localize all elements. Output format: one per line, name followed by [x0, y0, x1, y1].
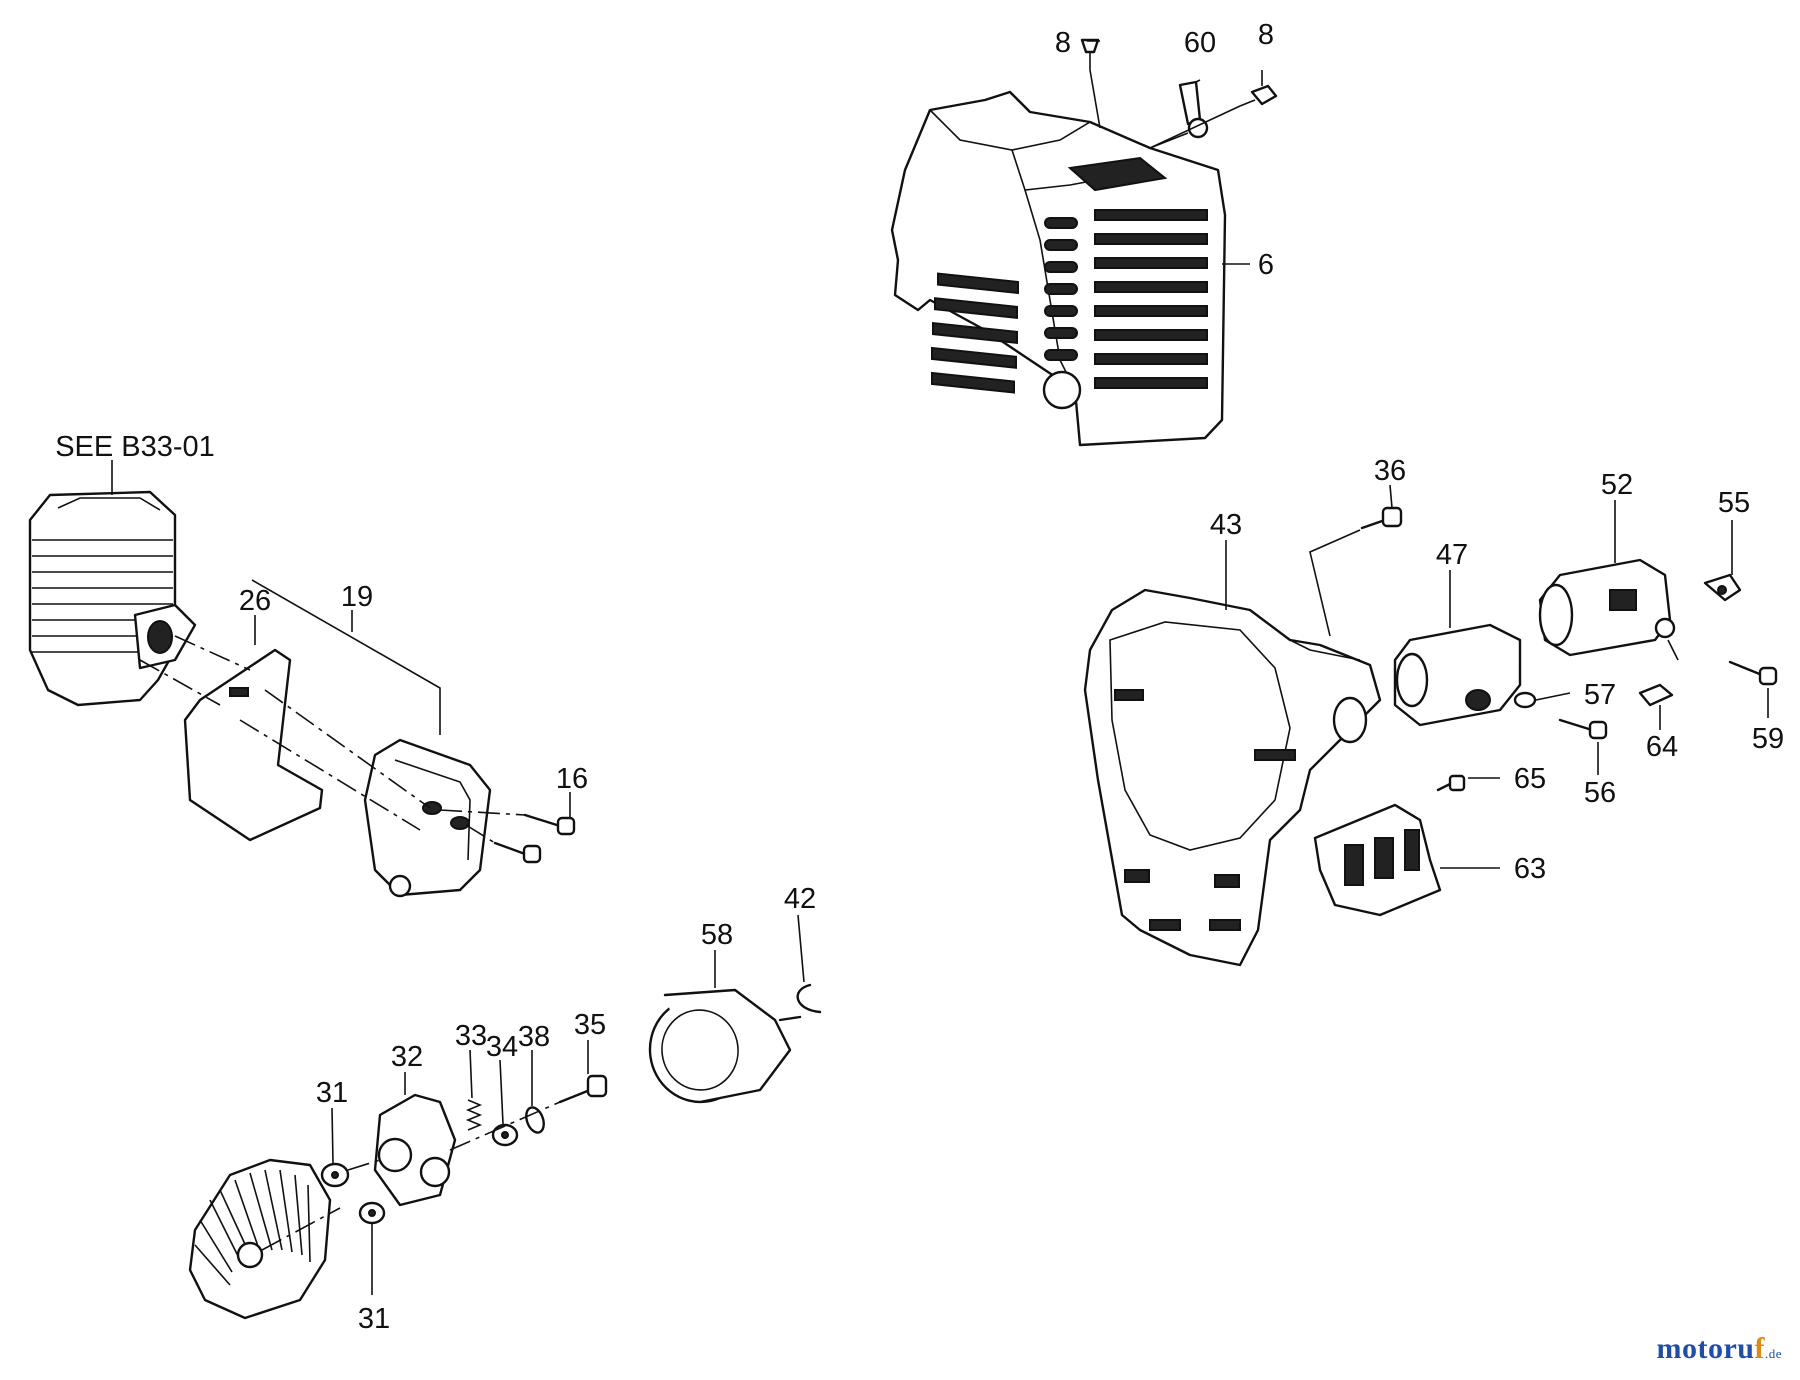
callout-65: 65	[1514, 763, 1546, 795]
washer-part-31-upper[interactable]	[320, 1162, 350, 1188]
callout-32: 32	[391, 1041, 423, 1073]
callout-55: 55	[1718, 487, 1750, 519]
cylinder-ref-b33-01[interactable]	[28, 490, 197, 707]
callout-47: 47	[1436, 539, 1468, 571]
screw-part-8-right[interactable]	[1239, 84, 1278, 107]
callout-19: 19	[341, 581, 373, 613]
callout-64: 64	[1646, 731, 1678, 763]
cover-left-vents	[931, 272, 1019, 394]
callout-58: 58	[701, 919, 733, 951]
callout-35: 35	[574, 1009, 606, 1041]
screw-part-8-top[interactable]	[1080, 38, 1100, 70]
callout-52: 52	[1601, 469, 1633, 501]
watermark-brand: motoru	[1656, 1332, 1755, 1365]
callout-56: 56	[1584, 777, 1616, 809]
bolt-part-59[interactable]	[1728, 660, 1778, 686]
watermark-tld: .de	[1764, 1346, 1782, 1361]
clutch-shoes-part-32[interactable]	[373, 1093, 457, 1207]
callout-38: 38	[518, 1021, 550, 1053]
callout-8-top: 8	[1055, 27, 1071, 59]
screw-part-36[interactable]	[1360, 506, 1403, 530]
callout-60: 60	[1184, 27, 1216, 59]
muffler-part-19[interactable]	[363, 738, 492, 898]
muffler-bracket-part-26[interactable]	[183, 648, 324, 842]
flywheel-fins	[194, 1169, 311, 1286]
flywheel[interactable]	[188, 1158, 332, 1320]
spring-part-33[interactable]	[465, 1099, 483, 1131]
motoruf-watermark: motoruf.de	[1656, 1332, 1782, 1366]
guard-part-63[interactable]	[1313, 803, 1442, 917]
washer-part-34[interactable]	[491, 1123, 519, 1147]
muffler-bolts-part-16[interactable]	[493, 813, 576, 864]
clutch-housing-part-43[interactable]	[1083, 588, 1382, 967]
callout-8-right: 8	[1258, 19, 1274, 51]
nut-part-64[interactable]	[1638, 683, 1674, 707]
callout-34: 34	[486, 1031, 518, 1063]
washer-part-38[interactable]	[523, 1105, 547, 1135]
circlip-part-42[interactable]	[796, 983, 822, 1014]
callout-16: 16	[556, 763, 588, 795]
callout-31-lower: 31	[358, 1303, 390, 1335]
callout-43: 43	[1210, 509, 1242, 541]
engine-cover-part-6[interactable]	[890, 90, 1227, 447]
clip-part-60[interactable]	[1178, 80, 1209, 139]
tube-clamp-part-52[interactable]	[1538, 558, 1676, 657]
callout-63: 63	[1514, 853, 1546, 885]
callout-see-b33-01: SEE B33-01	[55, 431, 215, 463]
callout-59: 59	[1752, 723, 1784, 755]
washer-part-31-lower[interactable]	[358, 1201, 386, 1225]
callout-42: 42	[784, 883, 816, 915]
callout-6: 6	[1258, 249, 1274, 281]
sleeve-part-47[interactable]	[1393, 623, 1522, 727]
callout-33: 33	[455, 1020, 487, 1052]
clutch-drum-part-58[interactable]	[643, 988, 802, 1108]
callout-57: 57	[1584, 679, 1616, 711]
screw-part-65[interactable]	[1436, 774, 1466, 792]
callout-36: 36	[1374, 455, 1406, 487]
callout-31-upper: 31	[316, 1077, 348, 1109]
bolt-part-35[interactable]	[558, 1074, 608, 1104]
cover-right-vents	[1094, 209, 1208, 389]
bolt-part-56[interactable]	[1558, 718, 1608, 740]
cover-side-slots	[1044, 217, 1078, 361]
watermark-brand-f: f	[1754, 1332, 1765, 1365]
callout-26: 26	[239, 585, 271, 617]
bracket-part-55[interactable]	[1703, 573, 1742, 602]
washer-part-57[interactable]	[1513, 691, 1537, 709]
